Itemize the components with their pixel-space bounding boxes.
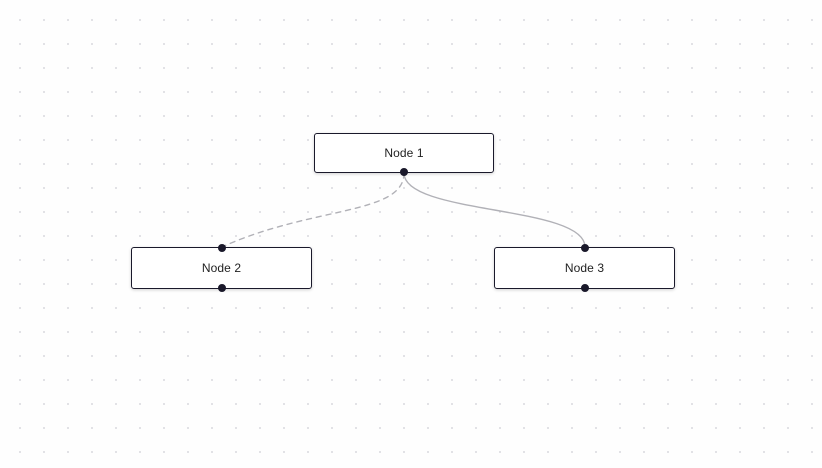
handle-bottom-node-2[interactable]: [217, 284, 226, 292]
flow-node-node-1[interactable]: Node 1: [314, 133, 494, 176]
node-label: Node 2: [201, 261, 242, 275]
handle-top-node-3[interactable]: [580, 244, 589, 252]
node-label: Node 3: [564, 261, 605, 275]
node-label: Node 1: [384, 146, 424, 160]
flow-node-node-2[interactable]: Node 2: [131, 244, 312, 292]
handle-bottom-node-1[interactable]: [400, 168, 408, 176]
flow-node-node-3[interactable]: Node 3: [494, 244, 675, 292]
handle-bottom-node-3[interactable]: [580, 284, 589, 292]
handle-top-node-2[interactable]: [217, 244, 226, 252]
